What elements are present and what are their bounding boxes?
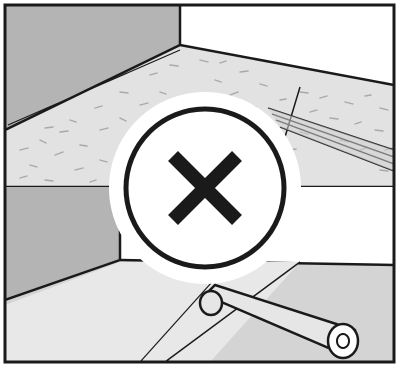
roll-far-end: [200, 291, 222, 315]
incorrect-symbol: [109, 92, 301, 284]
roll-core: [337, 334, 349, 348]
